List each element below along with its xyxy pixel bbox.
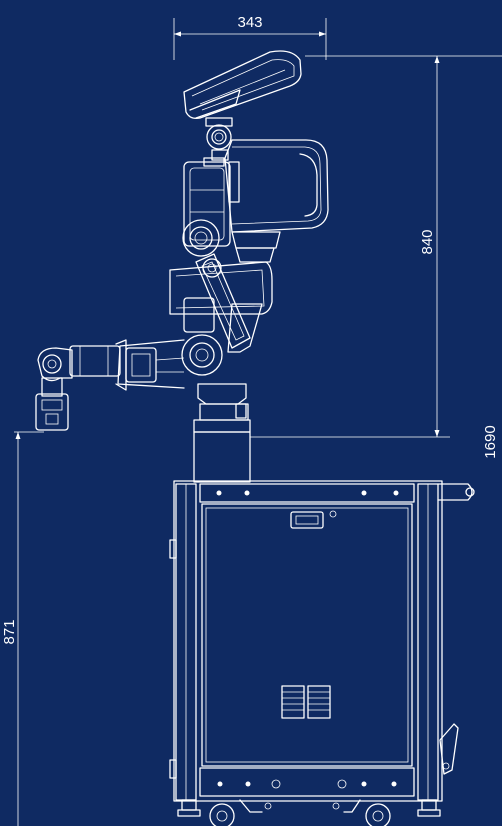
dimension-base-height: 871: [1, 431, 44, 826]
robot-base-wheels: [177, 799, 441, 826]
robot-upper-arm: [169, 219, 273, 353]
dimension-total-height: 1690: [482, 425, 499, 458]
dimension-upper-height: 840: [250, 55, 502, 438]
robot-gripper: [35, 347, 73, 431]
vent-grille: [281, 685, 331, 719]
robot-column: [193, 383, 251, 483]
dimension-head-width: 343: [173, 14, 327, 60]
robot-base-cabinet: [169, 480, 475, 802]
dimension-label-871: 871: [1, 619, 18, 644]
robot-head: [183, 50, 302, 161]
dimension-label-343: 343: [237, 14, 262, 31]
dimension-label-1690: 1690: [482, 425, 499, 458]
robot-torso: [183, 139, 329, 263]
robot-forearm: [69, 334, 223, 391]
dimension-label-840: 840: [419, 229, 436, 254]
